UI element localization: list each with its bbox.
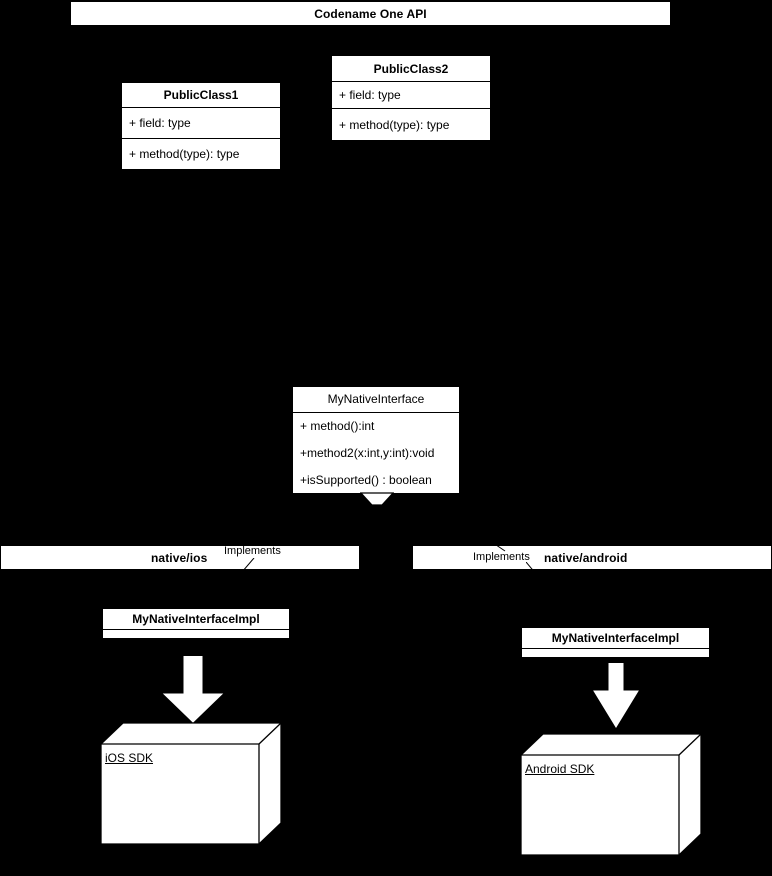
implements-label-android: Implements <box>473 551 530 563</box>
node-ios-sdk: iOS SDK <box>100 722 282 845</box>
publicclass1-title: PublicClass1 <box>122 83 280 108</box>
publicclass1-method: + method(type): type <box>122 138 280 169</box>
mynativeinterface-method-3: +isSupported() : boolean <box>300 472 432 487</box>
publicclass2-field: + field: type <box>339 88 401 102</box>
codename-one-api-package-bar: Codename One API <box>70 1 671 26</box>
implements-connector-android-upper <box>483 536 517 552</box>
publicclass2-title: PublicClass2 <box>332 56 490 82</box>
interface-box-mynativeinterface: MyNativeInterface + method():int +method… <box>292 386 460 494</box>
codename-one-api-title: Codename One API <box>314 6 427 21</box>
realization-triangle-icon <box>360 492 394 506</box>
ios-sdk-label: iOS SDK <box>105 751 154 765</box>
class-box-publicclass2: PublicClass2 + field: type + method(type… <box>331 55 491 141</box>
implements-connector-ios <box>228 558 262 580</box>
node-android-sdk: Android SDK <box>520 733 702 856</box>
dependency-arrow-android <box>592 663 640 729</box>
mynativeinterfaceimpl-ios-title: MyNativeInterfaceImpl <box>103 609 289 630</box>
android-sdk-label: Android SDK <box>525 762 595 776</box>
publicclass2-method: + method(type): type <box>332 108 490 140</box>
implements-connector-android-lower <box>526 562 552 582</box>
mynativeinterfaceimpl-ios-members <box>103 630 289 638</box>
native-ios-title: native/ios <box>151 550 208 565</box>
native-android-package-bar: native/android <box>412 545 772 570</box>
mynativeinterface-title: MyNativeInterface <box>293 387 459 413</box>
implements-label-ios: Implements <box>224 545 281 557</box>
mynativeinterface-method-2: +method2(x:int,y:int):void <box>300 445 435 460</box>
class-box-mynativeinterfaceimpl-ios: MyNativeInterfaceImpl <box>102 608 290 639</box>
publicclass1-field: + field: type <box>129 116 191 130</box>
mynativeinterfaceimpl-android-members <box>522 649 709 657</box>
mynativeinterface-method-1: + method():int <box>300 419 375 434</box>
class-box-mynativeinterfaceimpl-android: MyNativeInterfaceImpl <box>521 627 710 658</box>
dependency-arrow-ios <box>162 656 224 724</box>
native-ios-package-bar: native/ios <box>0 545 360 570</box>
mynativeinterfaceimpl-android-title: MyNativeInterfaceImpl <box>522 628 709 649</box>
native-android-title: native/android <box>544 550 628 565</box>
class-box-publicclass1: PublicClass1 + field: type + method(type… <box>121 82 281 170</box>
